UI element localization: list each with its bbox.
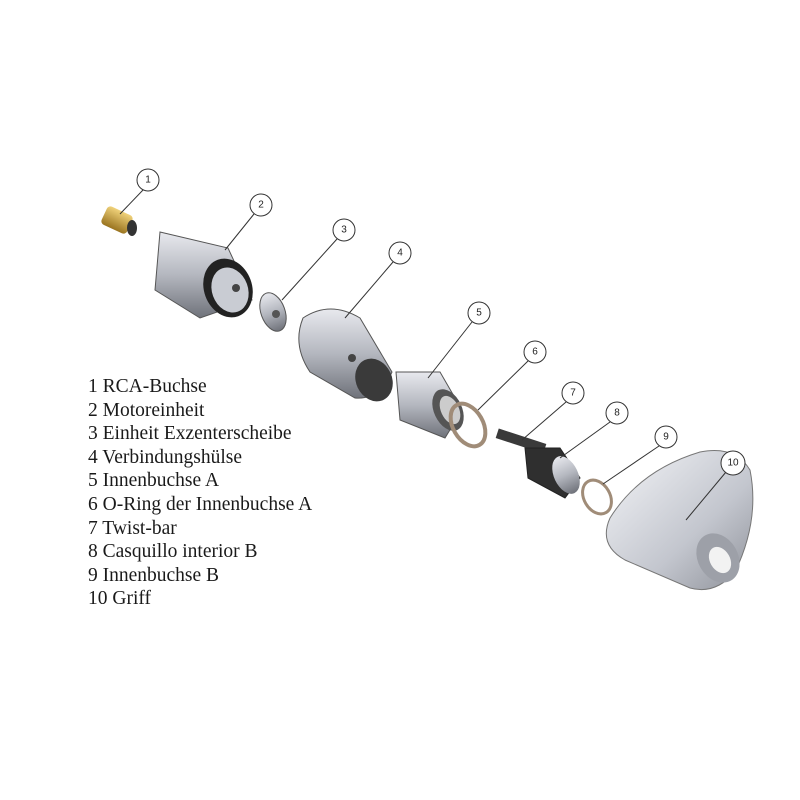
part-o-ring-a bbox=[448, 401, 488, 449]
balloon-label: 1 bbox=[145, 175, 151, 186]
legend-item: 9 Innenbuchse B bbox=[88, 564, 220, 586]
balloon-2: 2 bbox=[249, 193, 273, 217]
legend-item: 5 Innenbuchse A bbox=[88, 470, 220, 492]
balloon-label: 4 bbox=[397, 248, 403, 259]
part-motor-unit bbox=[154, 231, 253, 319]
balloon-10: 10 bbox=[720, 450, 746, 476]
balloon-label: 3 bbox=[341, 225, 347, 236]
legend-item: 10 Griff bbox=[88, 588, 152, 610]
part-inner-bushing-b-casquillo bbox=[524, 447, 581, 499]
balloon-label: 5 bbox=[476, 308, 482, 319]
part-twist-bar bbox=[495, 428, 547, 454]
part-eccentric-disk bbox=[259, 292, 287, 332]
balloon-label: 7 bbox=[570, 388, 576, 399]
balloon-5: 5 bbox=[467, 301, 491, 325]
balloon-label: 2 bbox=[258, 200, 264, 211]
leader-lines bbox=[119, 189, 727, 521]
legend-item: 8 Casquillo interior B bbox=[88, 541, 258, 563]
legend-item: 3 Einheit Exzenterscheibe bbox=[88, 423, 292, 445]
part-grip bbox=[605, 450, 754, 591]
balloon-6: 6 bbox=[523, 340, 547, 364]
balloon-4: 4 bbox=[388, 241, 412, 265]
legend-item: 4 Verbindungshülse bbox=[88, 446, 243, 468]
legend-item: 7 Twist-bar bbox=[88, 517, 177, 539]
part-inner-bushing-a bbox=[395, 371, 464, 439]
legend-item: 1 RCA-Buchse bbox=[88, 376, 207, 397]
balloon-1: 1 bbox=[136, 168, 160, 192]
balloon-9: 9 bbox=[654, 425, 678, 449]
part-rca-socket bbox=[101, 206, 137, 236]
legend-item: 6 O-Ring der Innenbuchse A bbox=[88, 493, 313, 515]
part-inner-bushing-b-ring bbox=[581, 478, 613, 516]
legend-item: 2 Motoreinheit bbox=[88, 399, 205, 421]
balloon-label: 8 bbox=[614, 408, 620, 419]
balloon-label: 10 bbox=[727, 458, 739, 469]
balloon-7: 7 bbox=[561, 381, 585, 405]
balloon-3: 3 bbox=[332, 218, 356, 242]
part-connecting-sleeve bbox=[298, 308, 393, 402]
balloon-8: 8 bbox=[605, 401, 629, 425]
parts-legend: 1 RCA-Buchse 2 Motoreinheit 3 Einheit Ex… bbox=[88, 375, 312, 611]
balloon-label: 9 bbox=[663, 432, 669, 443]
balloon-label: 6 bbox=[532, 347, 538, 358]
